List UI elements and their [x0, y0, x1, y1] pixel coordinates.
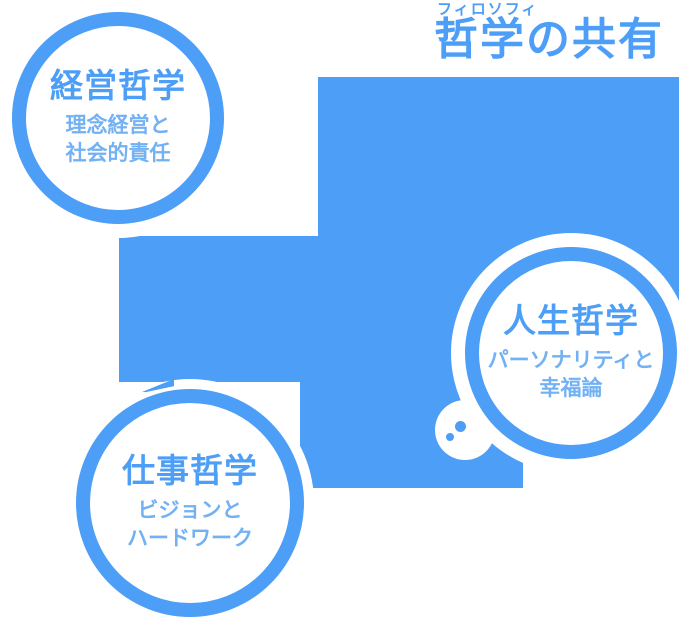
subtitle-line: 社会的責任 [65, 142, 171, 166]
subtitle-line: パーソナリティと [487, 349, 655, 373]
circle-subtitle-work: ビジョンと ハードワーク [127, 497, 253, 554]
circle-title-life: 人生哲学 [503, 302, 639, 340]
header-furigana: フィロソフィ [437, 1, 539, 18]
circle-title-work: 仕事哲学 [122, 452, 258, 490]
subtitle-line: 幸福論 [539, 377, 603, 401]
subtitle-line: ビジョンと [137, 499, 243, 523]
subtitle-line: ハードワーク [127, 527, 253, 551]
philosophy-circle-management: 経営哲学 理念経営と 社会的責任 [12, 12, 224, 224]
section-header: フィロソフィ 哲学の共有 [434, 2, 664, 63]
philosophy-circle-life: 人生哲学 パーソナリティと 幸福論 [465, 247, 677, 459]
circle-title-management: 経営哲学 [50, 67, 186, 105]
subtitle-line: 理念経営と [65, 114, 171, 138]
thought-dot-icon [446, 433, 454, 441]
circle-subtitle-life: パーソナリティと 幸福論 [488, 347, 655, 404]
circle-subtitle-management: 理念経営と 社会的責任 [66, 112, 171, 169]
thought-dot-icon [455, 421, 466, 432]
philosophy-circle-work: 仕事哲学 ビジョンと ハードワーク [76, 389, 304, 617]
page-title: 哲学の共有 [434, 15, 664, 64]
